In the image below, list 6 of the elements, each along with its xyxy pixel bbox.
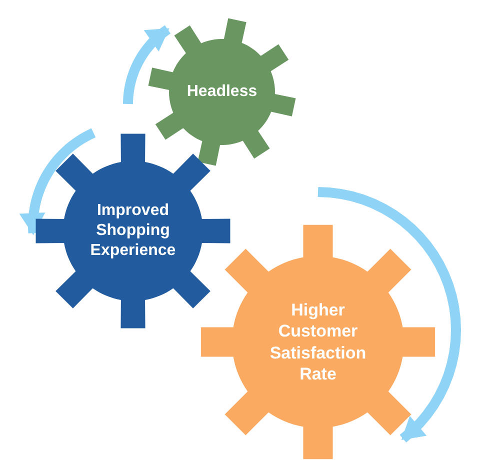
gear-label: Headless bbox=[186, 82, 258, 102]
curved-arrow bbox=[123, 25, 171, 106]
gear-label: Higher Customer Satisfaction Rate bbox=[268, 300, 368, 384]
curved-arrow bbox=[318, 187, 461, 443]
curved-arrow bbox=[19, 128, 96, 236]
gear-label: Improved Shopping Experience bbox=[89, 201, 177, 261]
